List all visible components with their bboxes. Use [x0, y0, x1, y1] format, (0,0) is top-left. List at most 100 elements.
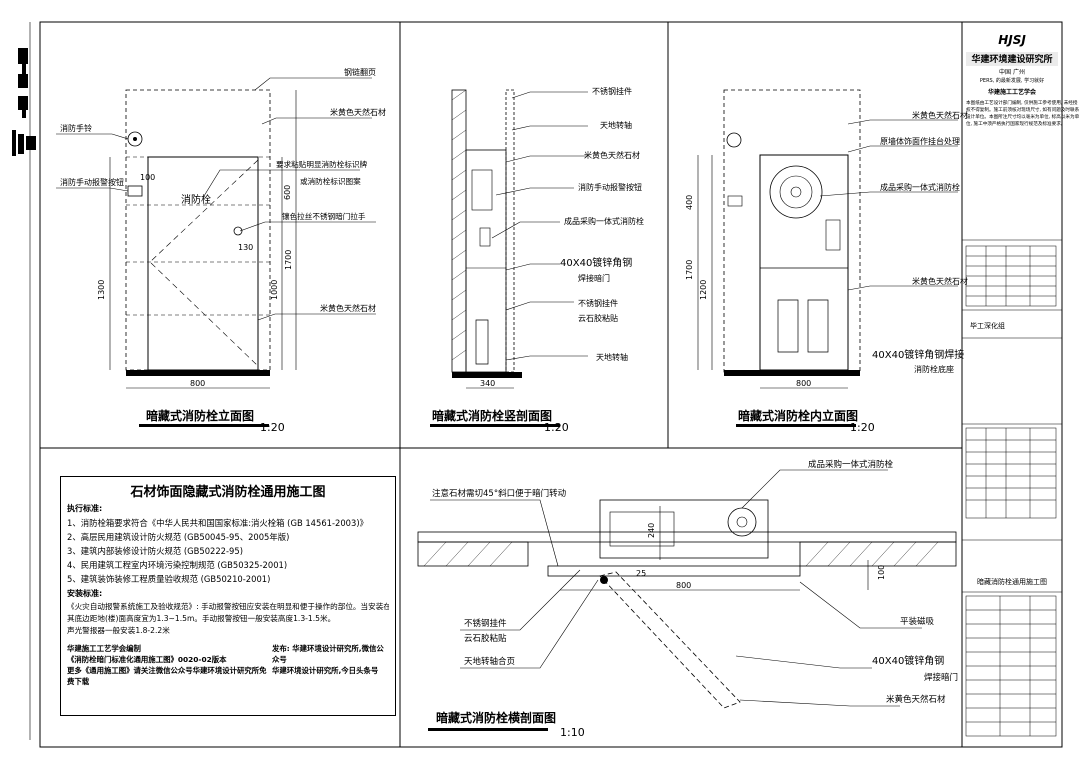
inner-label-5: 40X40镀锌角钢焊接 [872, 348, 964, 361]
swing-door [599, 571, 741, 709]
inner-label-3: 成品采购一体式消防栓 [880, 182, 960, 192]
section-dim-340: 340 [480, 379, 495, 388]
footer-left-1: 华建施工工艺学会编制 [67, 644, 141, 653]
standard-item-3: 3、建筑内部装修设计防火规范 (GB50222-95) [67, 546, 243, 556]
front-dim-130: 130 [238, 243, 253, 252]
front-dim-100: 100 [140, 173, 155, 182]
plan-dim-240: 240 [647, 523, 656, 538]
fire-bell-icon [127, 131, 143, 147]
blurb-line-2: 权不得复制。施工前须核对现场尺寸, 如有问题及时联系 [966, 106, 1080, 113]
standard-item-1: 1、消防栓箱要求符合《中华人民共和国国家标准:消火栓箱 (GB 14561-20… [67, 518, 368, 528]
plan-label-2: 成品采购一体式消防栓 [808, 459, 894, 470]
blurb-line-4: 位, 施工中须严格执行国家现行规范及标准要求。 [966, 120, 1065, 127]
front-label-2: 米黄色天然石材 [330, 107, 386, 117]
footer-left-3: 更多《通用施工图》请关注微信公众号华建环境设计研究所免费下载 [67, 666, 267, 686]
notes-subheading: 执行标准: [67, 504, 103, 513]
inner-label-1: 米黄色天然石材 [912, 110, 968, 120]
front-dim-1300: 1300 [97, 280, 106, 300]
plan-label-4: 天地转轴合页 [464, 656, 515, 667]
inner-label-2: 原墙体饰面作挂台处理 [880, 136, 960, 146]
section-label-1: 不锈钢挂件 [592, 86, 632, 96]
inner-dim-400: 400 [685, 195, 694, 210]
plan-dim-25: 25 [636, 569, 646, 578]
notes-heading: 石材饰面隐藏式消防栓通用施工图 [130, 485, 326, 500]
inner-elevation: 米黄色天然石材 原墙体饰面作挂台处理 成品采购一体式消防栓 米黄色天然石材 40… [685, 89, 968, 434]
plan-section: 240 800 25 100 注意石材需切45°斜口便于暗门转动 成品采购一体式… [417, 459, 958, 739]
inner-scale: 1:20 [850, 421, 875, 434]
standard-item-5: 5、建筑装饰装修工程质量验收规范 (GB50210-2001) [67, 574, 271, 584]
sheet-border [39, 21, 1063, 748]
notes-footer-right: 发布: 华建环境设计研究所,微信公众号 华建环境设计研究所,今日头条号 [272, 643, 389, 687]
front-title: 暗藏式消防栓立面图 [146, 408, 254, 423]
hose-reel-icon [769, 165, 823, 219]
alarm-button-icon [127, 185, 143, 197]
plan-title: 暗藏式消防栓横剖面图 [436, 710, 556, 725]
install-heading: 安装标准: [67, 589, 103, 598]
front-label-3b: 或消防栓标识图案 [300, 176, 361, 186]
front-label-3a: 要求粘贴明显消防栓标识牌 [276, 159, 368, 169]
company-logo: HJSJ [998, 33, 1026, 47]
extinguisher-icon [475, 319, 489, 365]
install-line-2: 其底边距地(楼)面高度宜为1.3~1.5m。手动报警按钮一般安装高度1.3-1.… [67, 614, 336, 623]
inner-dim-1700: 1700 [685, 260, 694, 280]
front-label-1: 钢链翻页 [344, 67, 376, 77]
company-sub1: 中国 广州 [999, 68, 1025, 76]
blurb-line-1: 本图纸由工艺设计部门编制, 仅供施工参考使用, 未经授 [966, 99, 1078, 106]
inner-title: 暗藏式消防栓内立面图 [738, 408, 858, 423]
blurb-line-3: 设计单位。本图所注尺寸均以毫米为单位, 标高以米为单 [966, 113, 1080, 120]
front-label-7: 消防手动报警按钮 [60, 177, 124, 187]
front-dim-1000: 1000 [270, 280, 279, 300]
watermark-text: 消防栓 [181, 193, 211, 206]
plan-label-6b: 焊接暗门 [924, 672, 958, 683]
section-label-5: 成品采购一体式消防栓 [564, 216, 644, 226]
door-handle-icon [233, 226, 243, 236]
section-label-3: 米黄色天然石材 [584, 150, 640, 160]
section-title: 暗藏式消防栓竖剖面图 [432, 408, 552, 423]
plan-label-6: 40X40镀锌角钢 [872, 654, 944, 667]
inner-label-5b: 消防栓底座 [914, 364, 954, 374]
section-label-8: 天地转轴 [596, 352, 628, 362]
section-head: 华建施工工艺学会 [988, 88, 1037, 96]
plan-label-1: 注意石材需切45°斜口便于暗门转动 [432, 488, 567, 499]
notes-footer-left: 华建施工工艺学会编制 《消防栓暗门标准化通用施工图》0020-02版本 更多《通… [67, 643, 272, 687]
section-scale: 1:20 [544, 421, 569, 434]
spec-notes-box: 石材饰面隐藏式消防栓通用施工图 执行标准: 1、消防栓箱要求符合《中华人民共和国… [60, 476, 396, 716]
company-sub2: PERS, 的最新发展, 学习就好 [980, 77, 1044, 84]
front-scale: 1:20 [260, 421, 285, 434]
plan-label-7: 米黄色天然石材 [886, 694, 946, 705]
drawing-name: 暗藏消防栓通用施工图 [977, 577, 1047, 586]
footer-left-2: 《消防栓暗门标准化通用施工图》0020-02版本 [67, 655, 227, 664]
plan-label-3: 不锈钢挂件 [464, 618, 507, 629]
inner-dim-1200: 1200 [699, 280, 708, 300]
inner-label-4: 米黄色天然石材 [912, 276, 968, 286]
footer-right-1: 发布: 华建环境设计研究所,微信公众号 [271, 644, 384, 664]
plan-dim-100: 100 [877, 565, 886, 580]
title-block: HJSJ 华建环境建设研究所 中国 广州 PERS, 的最新发展, 学习就好 华… [961, 22, 1080, 747]
section-label-2: 天地转轴 [600, 120, 632, 130]
plan-dim-800: 800 [676, 581, 691, 590]
binding-marks [12, 22, 36, 740]
section-label-7b: 云石胶粘贴 [578, 313, 618, 323]
extinguisher-2-icon [807, 299, 829, 353]
front-label-4: 镶色拉丝不锈钢暗门拉手 [282, 211, 366, 221]
install-line-1: 《火灾自动报警系统施工及验收规范》: 手动报警按钮应安装在明显和便于操作的部位。… [67, 602, 389, 611]
front-elevation: 消防栓 钢链翻页 米黄色天然石材 要求粘贴明显消防栓标识牌 或消防栓标识图案 镶… [56, 67, 386, 434]
section-label-4: 消防手动报警按钮 [578, 182, 642, 192]
inner-dim-800: 800 [796, 379, 811, 388]
extinguisher-1-icon [777, 299, 799, 353]
front-label-5: 米黄色天然石材 [320, 303, 376, 313]
standard-item-4: 4、民用建筑工程室内环境污染控制规范 (GB50325-2001) [67, 560, 288, 570]
notes-footer: 华建施工工艺学会编制 《消防栓暗门标准化通用施工图》0020-02版本 更多《通… [67, 643, 389, 687]
front-dim-800: 800 [190, 379, 205, 388]
front-dim-600: 600 [283, 185, 292, 200]
standard-item-2: 2、高层民用建筑设计防火规范 (GB50045-95、2005年版) [67, 532, 290, 542]
company-name: 华建环境建设研究所 [971, 53, 1052, 65]
design-team: 毕工深化组 [970, 321, 1005, 330]
section-label-6: 40X40镀锌角钢 [560, 256, 632, 269]
plan-label-3b: 云石胶粘贴 [464, 633, 507, 644]
section-label-7: 不锈钢挂件 [578, 298, 618, 308]
section-label-6b: 焊接暗门 [578, 273, 610, 283]
footer-right-2: 华建环境设计研究所,今日头条号 [271, 666, 379, 675]
plan-label-5: 平装磁吸 [900, 616, 935, 627]
